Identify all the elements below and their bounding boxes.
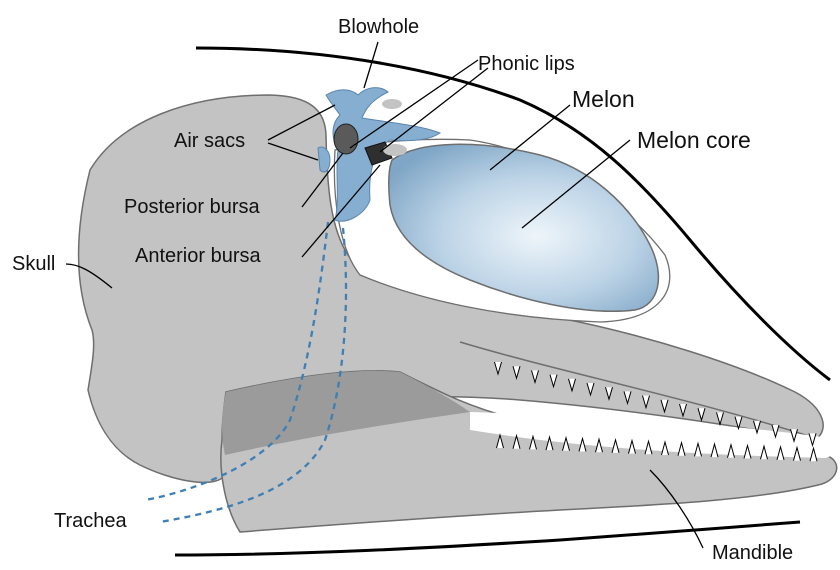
label-air-sacs: Air sacs <box>174 130 245 152</box>
posterior-bursa <box>334 124 358 154</box>
label-mandible: Mandible <box>712 542 793 564</box>
label-trachea: Trachea <box>54 510 128 532</box>
label-melon-core: Melon core <box>637 127 751 153</box>
blowhole-plug <box>382 99 402 109</box>
air-sac-left <box>318 147 330 172</box>
label-skull: Skull <box>12 253 55 275</box>
label-anterior-bursa: Anterior bursa <box>135 245 261 267</box>
label-posterior-bursa: Posterior bursa <box>124 196 260 218</box>
label-phonic-lips: Phonic lips <box>478 53 575 75</box>
label-blowhole: Blowhole <box>338 16 419 38</box>
label-melon: Melon <box>572 86 635 112</box>
leader-blowhole <box>364 42 378 88</box>
nasal-ridge <box>383 144 407 156</box>
